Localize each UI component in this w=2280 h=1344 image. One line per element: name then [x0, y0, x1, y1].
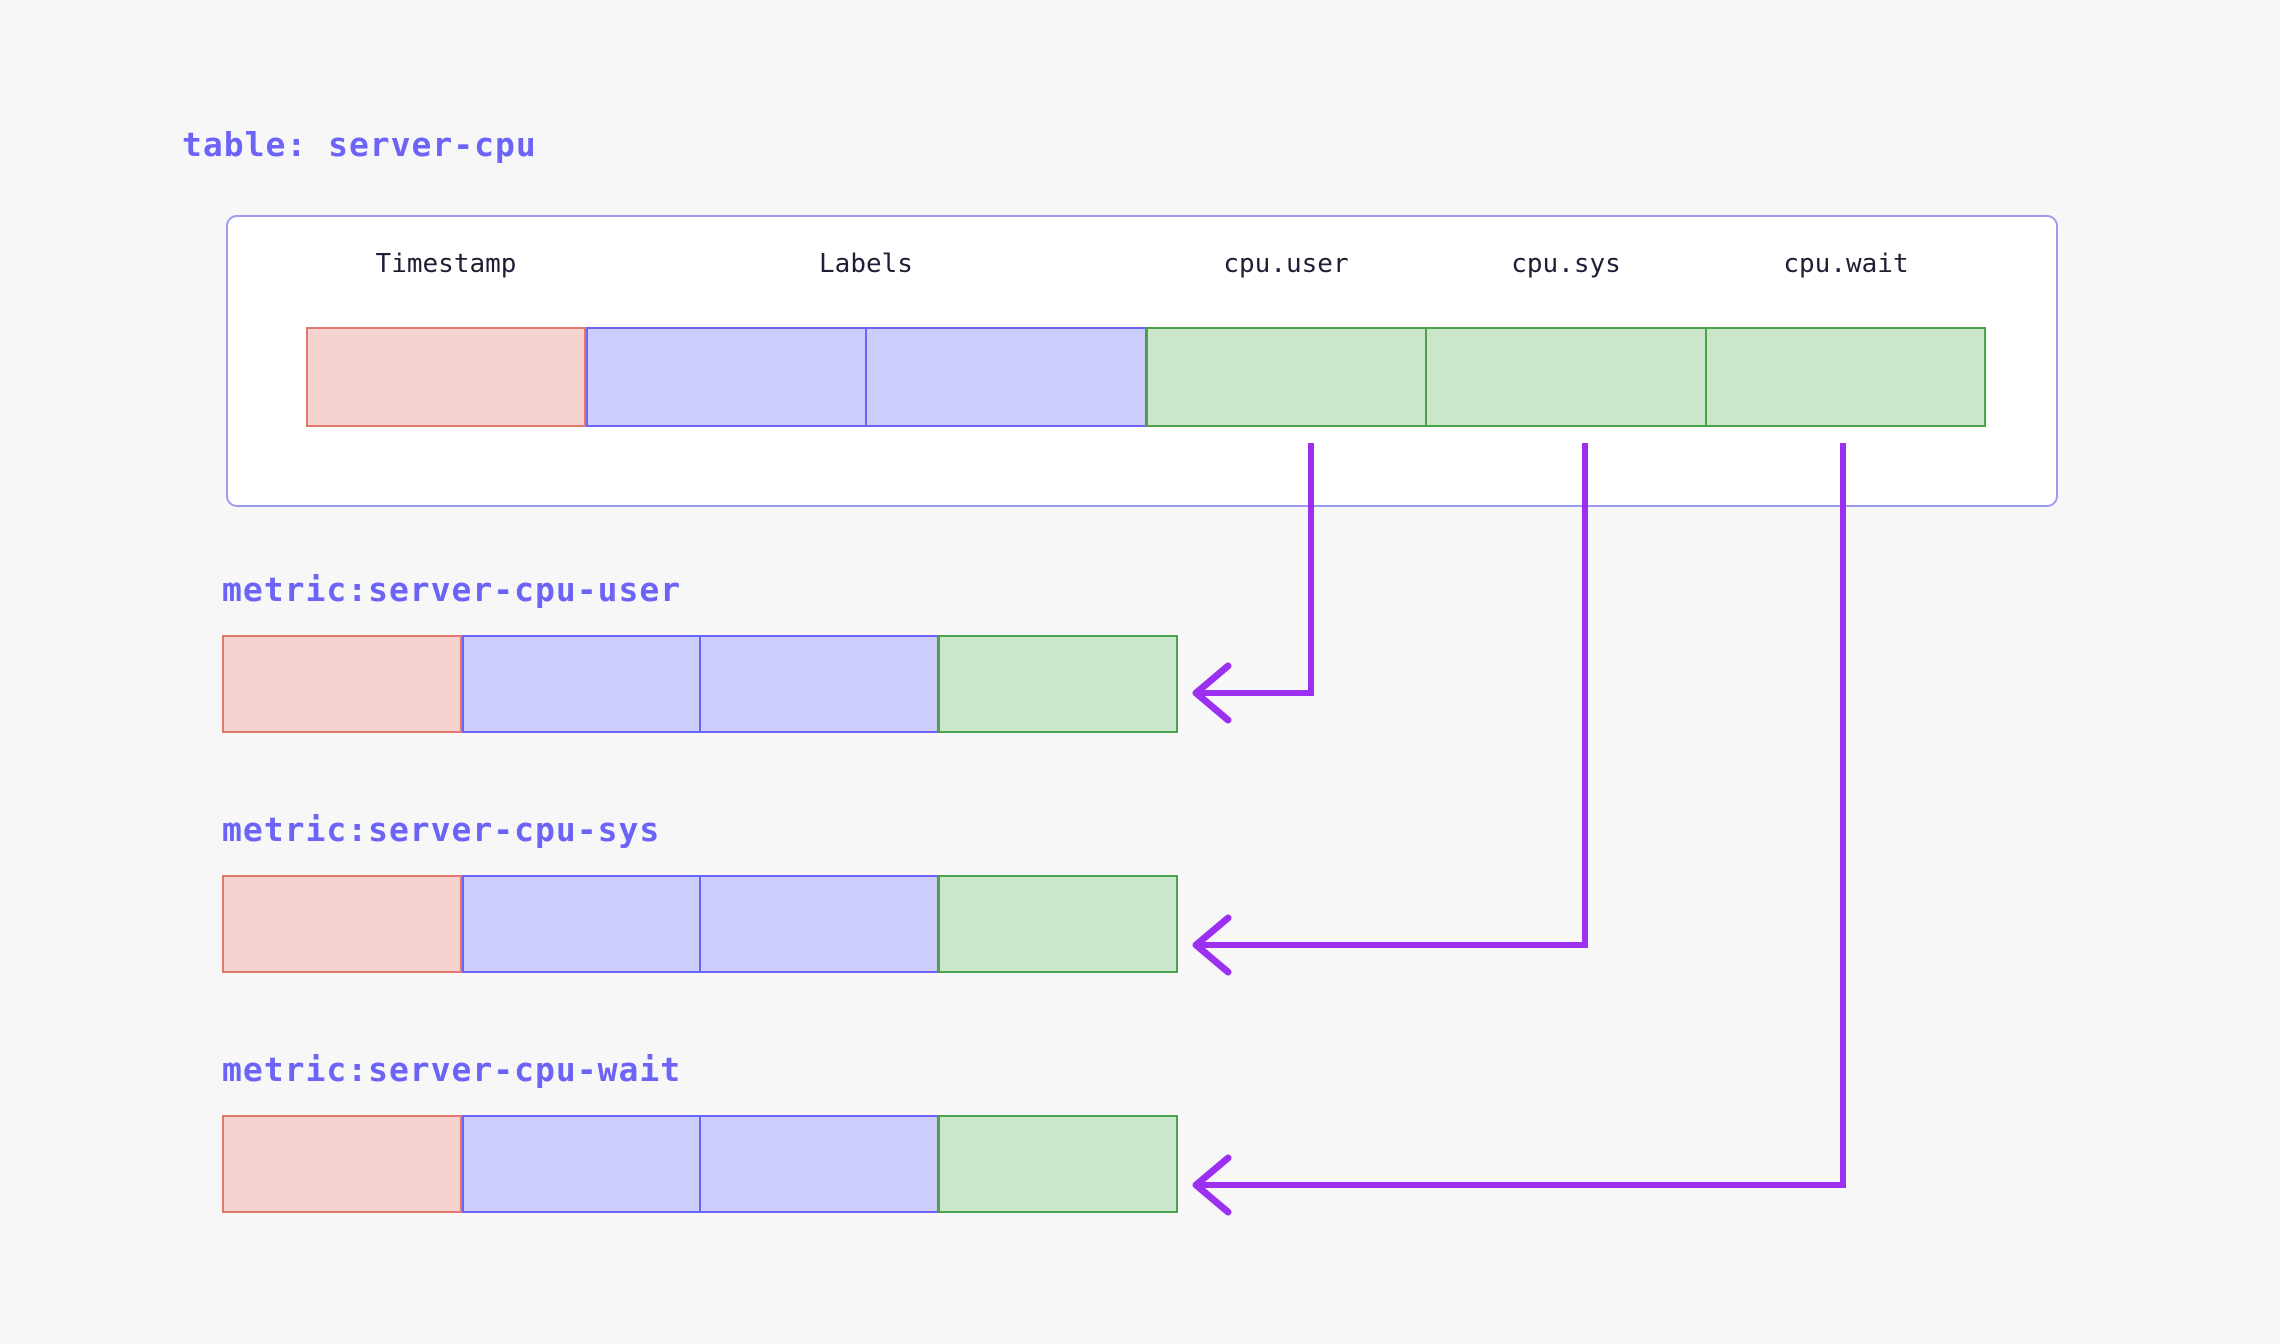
- metric-cell-timestamp: [222, 875, 462, 973]
- metric-title-wait: metric:server-cpu-wait: [222, 1050, 682, 1089]
- column-header-cpu-sys: cpu.sys: [1511, 249, 1621, 279]
- column-header-cpu-wait: cpu.wait: [1783, 249, 1909, 279]
- metric-title-sys: metric:server-cpu-sys: [222, 810, 661, 849]
- metric-cell-value: [938, 635, 1178, 733]
- connector-cpu-sys: [1196, 443, 1588, 948]
- metric-title-user: metric:server-cpu-user: [222, 570, 682, 609]
- metric-cell-labels-1: [462, 1115, 700, 1213]
- metric-block-sys: metric:server-cpu-sys: [222, 810, 1178, 973]
- column-header-cpu-user: cpu.user: [1223, 249, 1349, 279]
- metric-cell-timestamp: [222, 1115, 462, 1213]
- metric-row-user: [222, 635, 1178, 733]
- connector-cpu-wait: [1196, 443, 1846, 1188]
- metric-row-sys: [222, 875, 1178, 973]
- table-cell-cpu-sys: [1426, 327, 1706, 427]
- metric-cell-value: [938, 875, 1178, 973]
- column-header-timestamp: Timestamp: [375, 249, 517, 279]
- table-card: Timestamp Labels cpu.user cpu.sys cpu.wa…: [226, 215, 2058, 507]
- metric-cell-timestamp: [222, 635, 462, 733]
- metric-cell-labels-1: [462, 635, 700, 733]
- table-header-row: Timestamp Labels cpu.user cpu.sys cpu.wa…: [228, 217, 2060, 327]
- table-data-row: [306, 327, 1986, 427]
- metric-block-user: metric:server-cpu-user: [222, 570, 1178, 733]
- metric-row-wait: [222, 1115, 1178, 1213]
- table-cell-labels-1: [586, 327, 866, 427]
- metric-cell-labels-1: [462, 875, 700, 973]
- metric-block-wait: metric:server-cpu-wait: [222, 1050, 1178, 1213]
- arrowhead-cpu-user: [1192, 662, 1232, 724]
- metric-cell-labels-2: [700, 1115, 938, 1213]
- table-cell-cpu-wait: [1706, 327, 1986, 427]
- metric-cell-labels-2: [700, 635, 938, 733]
- column-header-labels: Labels: [819, 249, 913, 279]
- arrowhead-cpu-wait: [1192, 1154, 1232, 1216]
- metric-cell-labels-2: [700, 875, 938, 973]
- table-cell-labels-2: [866, 327, 1146, 427]
- table-cell-timestamp: [306, 327, 586, 427]
- table-cell-cpu-user: [1146, 327, 1426, 427]
- table-title: table: server-cpu: [182, 125, 537, 164]
- arrowhead-cpu-sys: [1192, 914, 1232, 976]
- metric-cell-value: [938, 1115, 1178, 1213]
